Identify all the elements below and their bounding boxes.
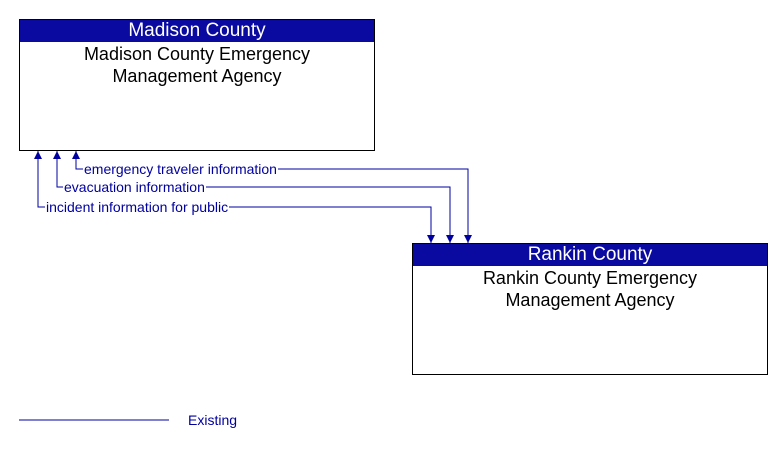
madison-county-ema-box[interactable]: Madison County Madison County Emergency … — [19, 19, 375, 151]
flow-label-incident-information-for-public: incident information for public — [45, 199, 230, 215]
rankin-county-ema-name: Rankin County Emergency Management Agenc… — [482, 268, 698, 310]
rankin-county-ema-box[interactable]: Rankin County Rankin County Emergency Ma… — [412, 243, 768, 375]
flow-emergency-traveler-information-arrowhead-2 — [464, 235, 472, 243]
flow-incident-information-for-public-arrowhead — [34, 151, 42, 159]
flow-evacuation-information-line[interactable] — [56, 151, 451, 243]
flow-incident-information-for-public-line[interactable] — [37, 151, 432, 243]
madison-county-ema-name: Madison County Emergency Management Agen… — [83, 44, 311, 86]
legend-existing-label: Existing — [188, 412, 238, 428]
flow-label-evacuation-information: evacuation information — [63, 179, 206, 195]
flow-incident-information-for-public-arrowhead-2 — [427, 235, 435, 243]
flow-label-emergency-traveler-information: emergency traveler information — [83, 161, 278, 177]
rankin-county-header: Rankin County — [413, 244, 767, 266]
flow-evacuation-information-arrowhead-2 — [446, 235, 454, 243]
flow-emergency-traveler-information-arrowhead — [72, 151, 80, 159]
flow-evacuation-information-arrowhead — [53, 151, 61, 159]
madison-county-header: Madison County — [20, 20, 374, 42]
